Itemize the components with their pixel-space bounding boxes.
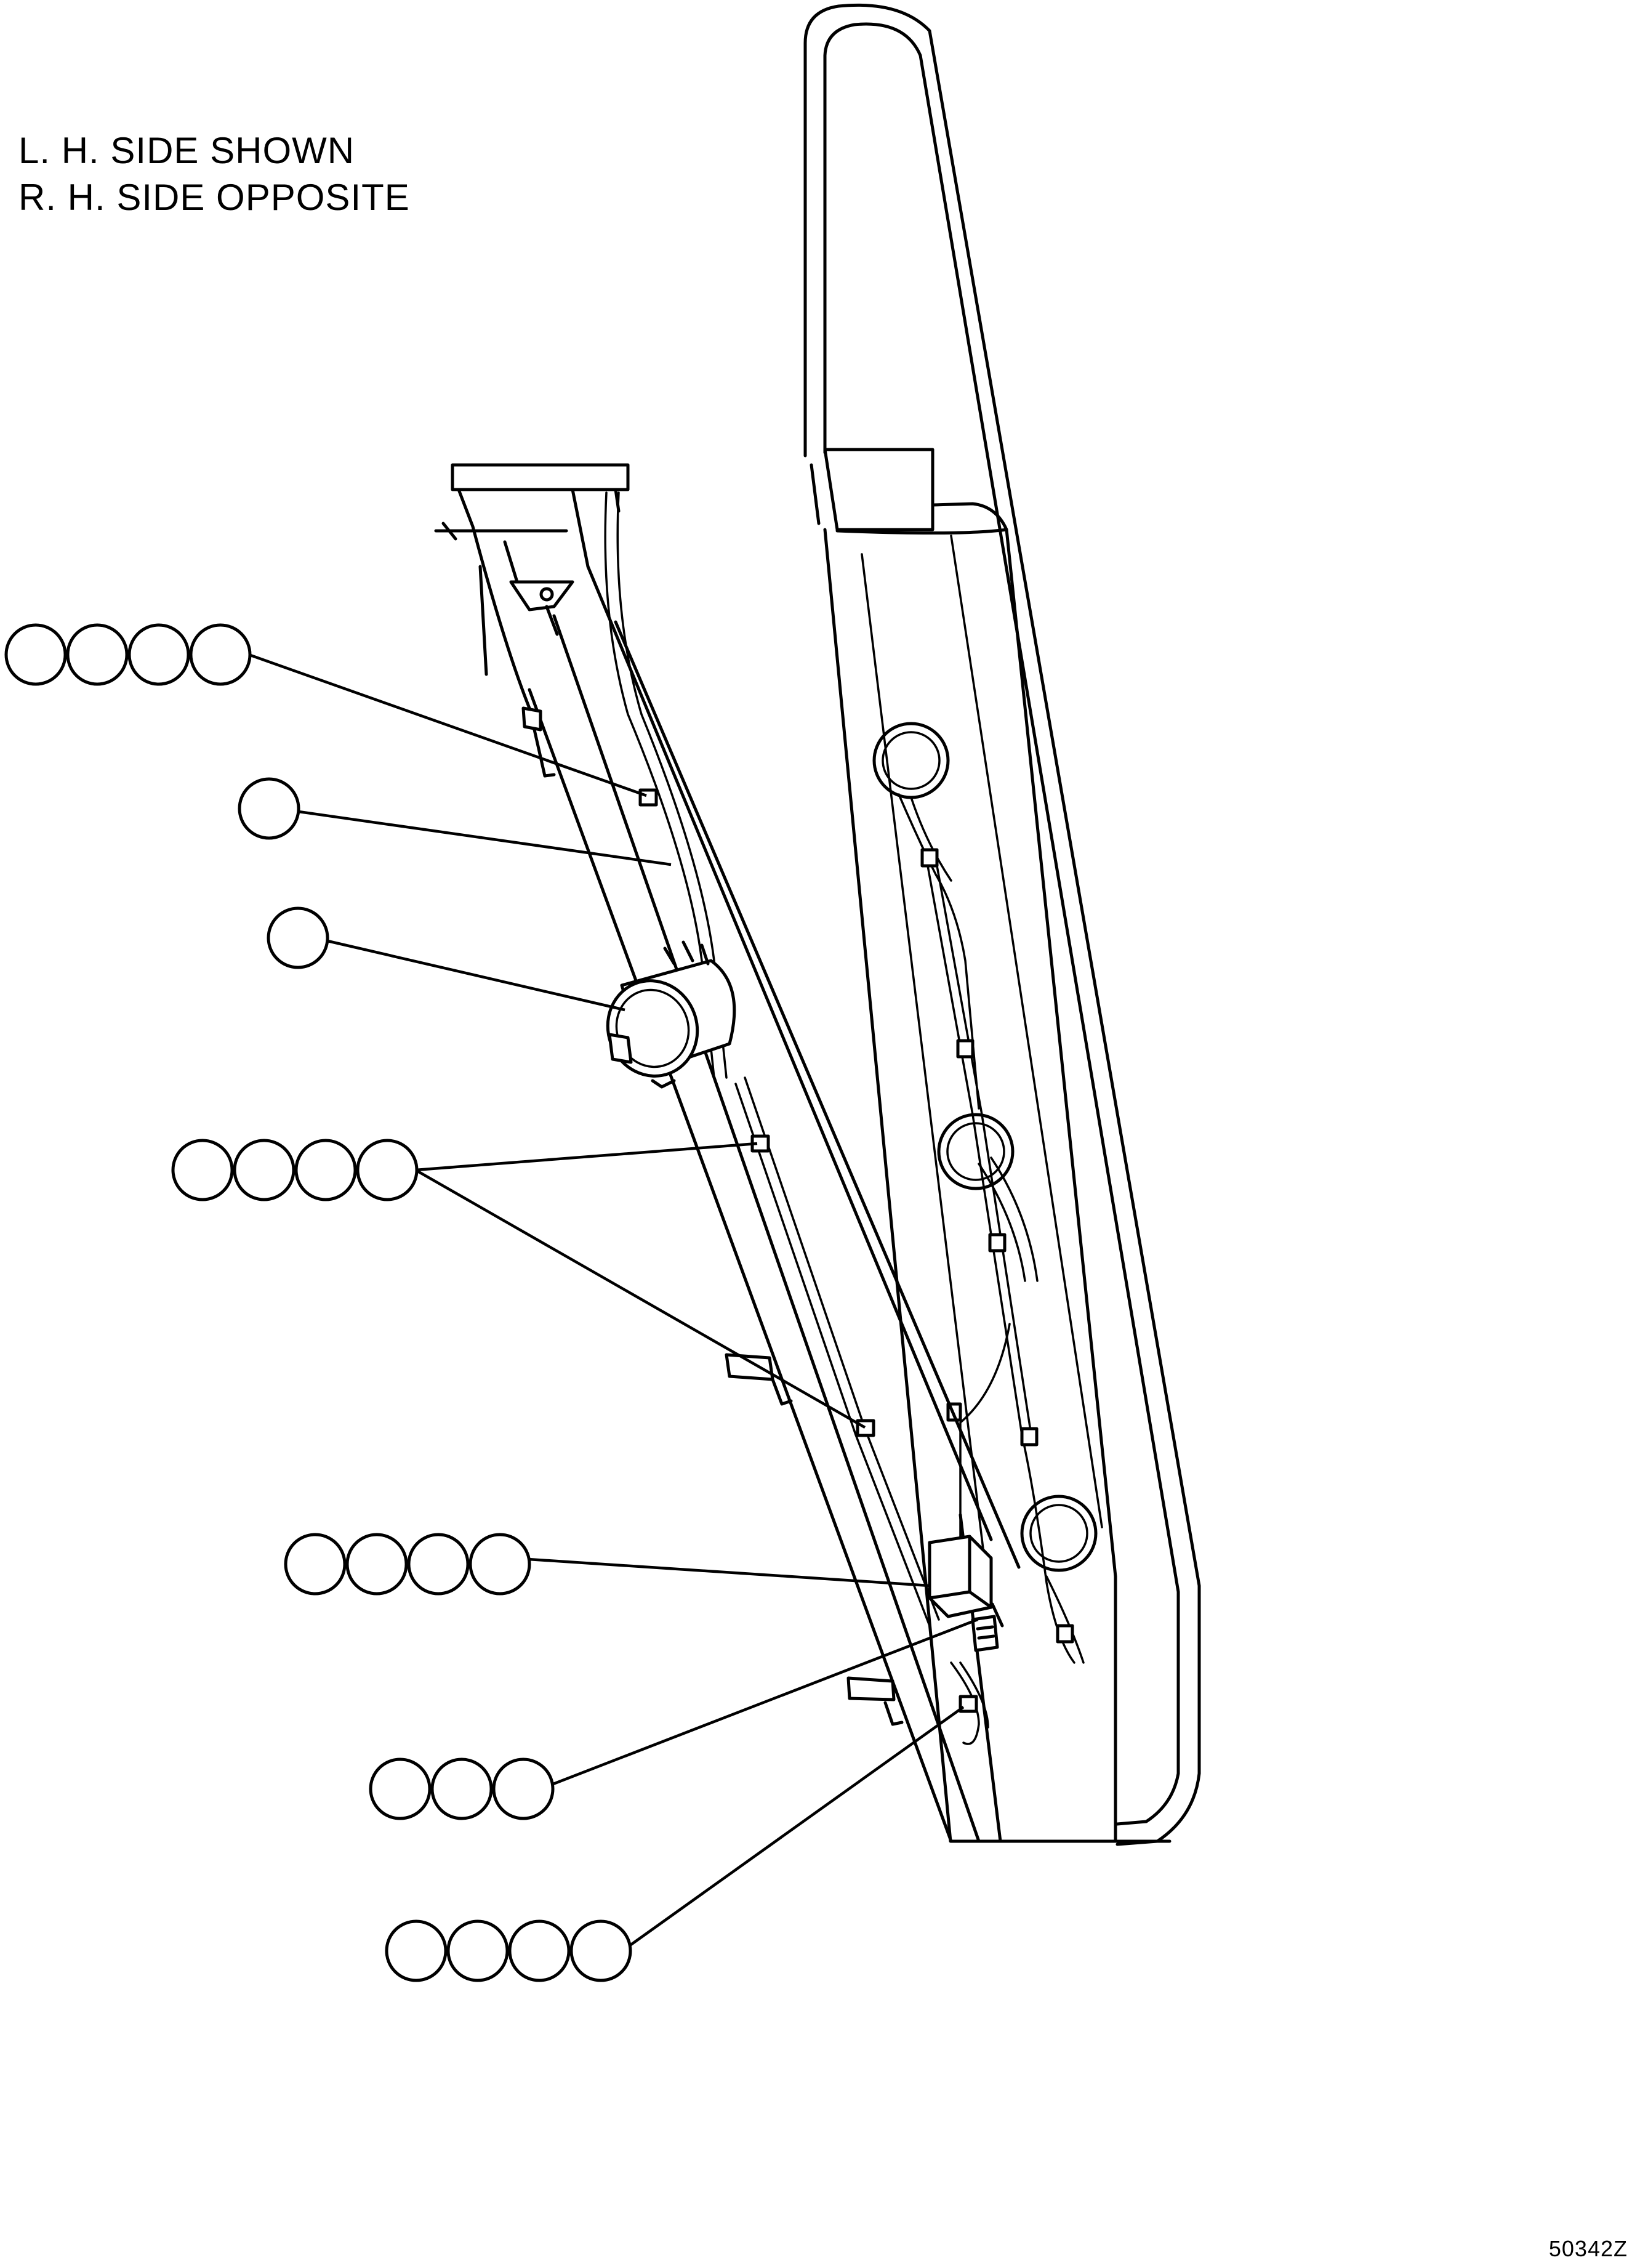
callout-group-7 bbox=[385, 1706, 965, 1982]
junction-box bbox=[928, 1535, 1004, 1652]
view-note-rh-side: R. H. SIDE OPPOSITE bbox=[18, 177, 410, 218]
left-boom-harness bbox=[604, 491, 989, 1745]
drawing-number: 50342Z bbox=[1548, 2236, 1628, 2261]
view-note-lh-side: L. H. SIDE SHOWN bbox=[18, 130, 355, 171]
callout-group-2 bbox=[238, 777, 672, 866]
callout-group-4 bbox=[171, 1139, 866, 1429]
right-frame-harness bbox=[898, 793, 1085, 1664]
callout-group-1 bbox=[4, 623, 647, 797]
callout-group-6 bbox=[369, 1618, 978, 1820]
callout-group-5 bbox=[284, 1533, 930, 1596]
right-frame-lamps bbox=[872, 722, 1098, 1572]
left-boom-arm bbox=[434, 463, 1073, 1843]
right-frame-rail bbox=[803, 3, 1201, 1846]
left-boom-work-lamp bbox=[606, 940, 736, 1089]
callout-group-3 bbox=[267, 906, 625, 1012]
